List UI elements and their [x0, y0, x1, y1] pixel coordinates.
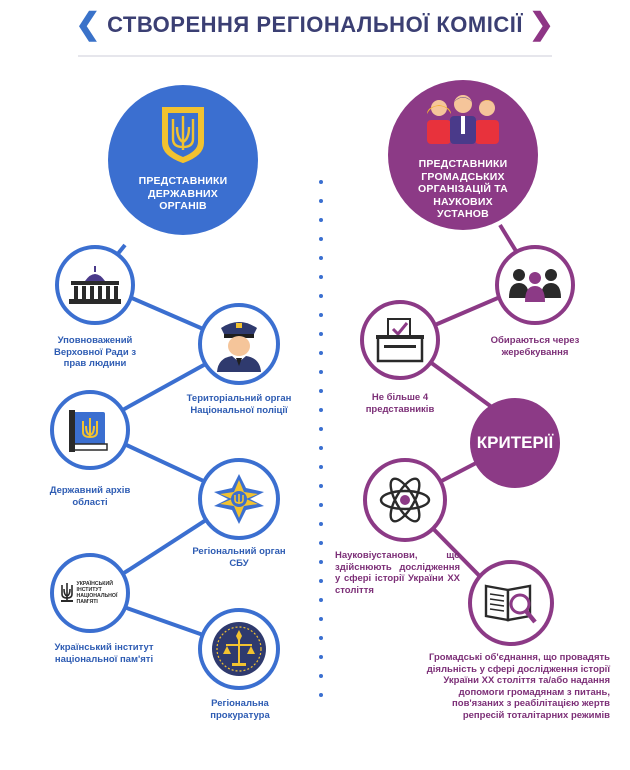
lottery-label: Обираються через жеребкування: [490, 335, 580, 358]
archive-book-icon: [69, 410, 108, 452]
state-bodies-label: ПРЕДСТАВНИКИ ДЕРЖАВНИХ ОРГАНІВ: [138, 175, 228, 212]
institute-logo-text: УКРАЇНСЬКИЙ ІНСТИТУТ НАЦІОНАЛЬНОЇ ПАМ'ЯТ…: [76, 581, 118, 605]
prosecutor-circle: [198, 608, 280, 690]
parliament-circle: [55, 245, 135, 325]
criteria-label: КРИТЕРІЇ: [476, 433, 554, 452]
public-assoc-circle: [468, 560, 554, 646]
trident-icon: [162, 107, 204, 164]
prosecutor-label: Регіональна прокуратура: [210, 698, 270, 721]
police-circle: [198, 303, 280, 385]
police-officer-icon: [217, 322, 261, 372]
state-bodies-circle: ПРЕДСТАВНИКИ ДЕРЖАВНИХ ОРГАНІВ: [108, 85, 258, 235]
group-people-icon: [509, 269, 561, 302]
ballot-box-icon: [376, 318, 424, 363]
institute-label: Український інститут національної пам'ят…: [54, 642, 154, 665]
prosecutor-emblem-icon: [212, 622, 266, 676]
representatives-icon: [427, 95, 499, 144]
science-circle: [363, 458, 447, 542]
sbu-circle: [198, 458, 280, 540]
atom-icon: [379, 477, 431, 523]
ballot-circle: [360, 300, 440, 380]
public-assoc-label: Громадські об'єднання, що провадять діял…: [426, 652, 610, 721]
parliament-label: Уповноважений Верховної Ради з прав люди…: [53, 335, 137, 369]
title-text: СТВОРЕННЯ РЕГІОНАЛЬНОЇ КОМІСІЇ: [107, 12, 523, 37]
page-title: ❮СТВОРЕННЯ РЕГІОНАЛЬНОЇ КОМІСІЇ❯: [0, 10, 630, 40]
public-orgs-label: ПРЕДСТАВНИКИ ГРОМАДСЬКИХ ОРГАНІЗАЦІЙ ТА …: [418, 158, 508, 220]
sbu-label: Регіональний орган СБУ: [192, 546, 286, 569]
title-divider: [78, 55, 552, 57]
ballot-label: Не більше 4 представників: [365, 392, 435, 415]
sbu-emblem-icon: [214, 474, 264, 524]
lottery-circle: [495, 245, 575, 325]
book-magnifier-icon: [484, 584, 537, 624]
institute-circle: УКРАЇНСЬКИЙ ІНСТИТУТ НАЦІОНАЛЬНОЇ ПАМ'ЯТ…: [50, 553, 130, 633]
chevron-right-icon: ❯: [528, 8, 555, 41]
archive-circle: [50, 390, 130, 470]
chevron-left-icon: ❮: [75, 8, 102, 41]
institute-logo-icon: УКРАЇНСЬКИЙ ІНСТИТУТ НАЦІОНАЛЬНОЇ ПАМ'ЯТ…: [60, 581, 121, 605]
archive-label: Державний архів області: [49, 485, 131, 508]
science-label: Науковіустанови, що здійснюють досліджен…: [335, 550, 460, 596]
parliament-icon: [69, 266, 121, 304]
police-label: Територіальний орган Національної поліці…: [186, 393, 292, 416]
public-orgs-circle: ПРЕДСТАВНИКИ ГРОМАДСЬКИХ ОРГАНІЗАЦІЙ ТА …: [388, 80, 538, 230]
criteria-circle: КРИТЕРІЇ: [470, 398, 560, 488]
trident-small-icon: [60, 583, 73, 602]
